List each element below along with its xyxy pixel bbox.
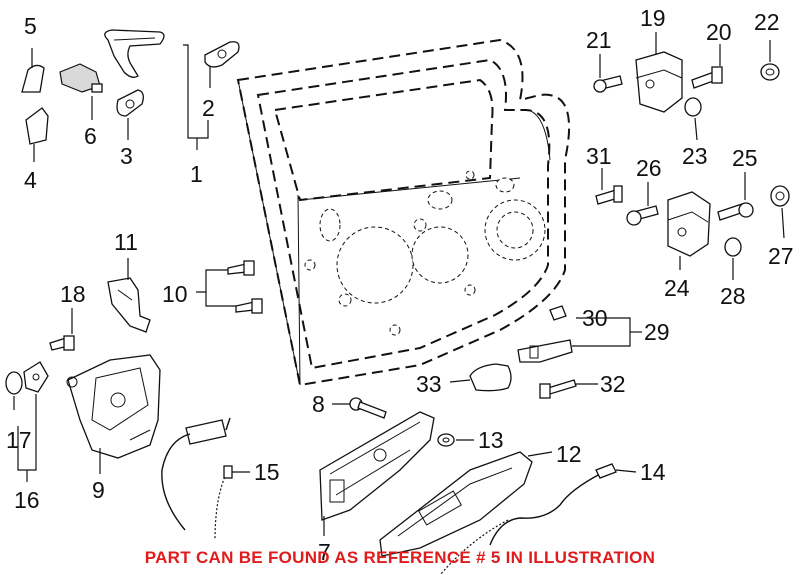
bushing-23 xyxy=(684,97,702,117)
callout-27: 27 xyxy=(768,243,794,269)
callout-17: 17 xyxy=(6,427,32,453)
frame-12 xyxy=(379,451,533,557)
cap-17 xyxy=(5,371,23,395)
carrier-7 xyxy=(319,411,435,521)
callout-14: 14 xyxy=(640,459,666,485)
callout-11: 11 xyxy=(114,229,138,255)
callout-labels: 1 2 3 4 5 6 7 8 9 10 11 12 13 14 15 16 1… xyxy=(6,5,794,565)
callout-26: 26 xyxy=(636,155,662,181)
callout-30: 30 xyxy=(582,305,608,331)
handle-cap-33 xyxy=(469,363,512,392)
callout-28: 28 xyxy=(720,283,746,309)
bolt-21 xyxy=(593,75,623,93)
callout-18: 18 xyxy=(60,281,86,307)
callout-32: 32 xyxy=(600,371,626,397)
cable-15 xyxy=(161,417,233,541)
bolt-8 xyxy=(349,397,387,419)
callout-13: 13 xyxy=(478,427,504,453)
callout-21: 21 xyxy=(586,27,612,53)
callout-9: 9 xyxy=(92,477,105,503)
callout-2: 2 xyxy=(202,95,215,121)
callout-19: 19 xyxy=(640,5,666,31)
callout-24: 24 xyxy=(664,275,690,301)
callout-31: 31 xyxy=(586,143,612,169)
bolt-26 xyxy=(626,205,659,226)
bracket-11 xyxy=(107,277,151,333)
pad-30 xyxy=(549,305,567,321)
callout-8: 8 xyxy=(312,391,325,417)
callout-6: 6 xyxy=(84,123,97,149)
handle-cover-2 xyxy=(204,41,240,68)
callout-4: 4 xyxy=(24,167,37,193)
leader-lines xyxy=(13,32,785,536)
callout-23: 23 xyxy=(682,143,708,169)
callout-15: 15 xyxy=(254,459,280,485)
bolt-31 xyxy=(595,185,623,205)
callout-33: 33 xyxy=(416,371,442,397)
door-shell xyxy=(236,38,571,387)
callout-10: 10 xyxy=(162,281,188,307)
callout-7: 7 xyxy=(318,539,331,565)
bolt-20 xyxy=(691,66,723,89)
bushing-28 xyxy=(724,237,742,257)
cylinder-6 xyxy=(59,63,103,93)
callout-25: 25 xyxy=(732,145,758,171)
hinge-19 xyxy=(635,51,683,113)
bolt-25 xyxy=(717,202,754,221)
bolt-32 xyxy=(539,379,577,399)
gasket-16 xyxy=(23,361,49,393)
screws-10 xyxy=(227,260,263,314)
bracket-29 xyxy=(517,339,573,363)
washer-13 xyxy=(437,433,455,447)
cap-4 xyxy=(25,107,49,145)
bushing-22 xyxy=(760,63,780,81)
callout-16: 16 xyxy=(14,487,40,513)
bushing-27 xyxy=(770,185,790,207)
hinge-24 xyxy=(667,191,711,257)
cable-14 xyxy=(439,463,617,575)
callout-22: 22 xyxy=(754,9,780,35)
lock-actuator-9 xyxy=(66,354,161,459)
exterior-handle-1 xyxy=(104,29,165,78)
reference-notice: PART CAN BE FOUND AS REFERENCE # 5 IN IL… xyxy=(144,548,656,567)
callout-29: 29 xyxy=(644,319,670,345)
gasket-3 xyxy=(116,89,144,117)
callout-3: 3 xyxy=(120,143,133,169)
callout-20: 20 xyxy=(706,19,732,45)
bolt-18 xyxy=(49,335,75,351)
callout-12: 12 xyxy=(556,441,582,467)
cap-5 xyxy=(21,64,45,93)
callout-5: 5 xyxy=(24,13,37,39)
callout-1: 1 xyxy=(190,161,203,187)
